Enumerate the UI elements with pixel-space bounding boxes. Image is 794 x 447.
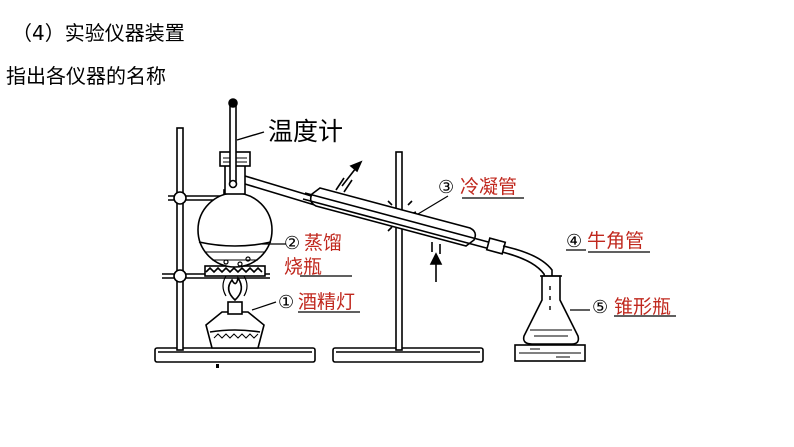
thermometer	[228, 98, 265, 189]
label-adapter: 牛角管	[587, 230, 644, 252]
label-lamp-number: ①	[278, 292, 294, 313]
water-inlet-arrow	[429, 252, 443, 282]
base-mark	[216, 364, 219, 368]
label-erlenmeyer-number: ⑤	[592, 297, 608, 318]
label-flask-number: ②	[284, 233, 300, 254]
label-flask-line1: 蒸馏	[304, 232, 342, 254]
label-adapter-number: ④	[566, 231, 582, 252]
leader-lines	[251, 195, 676, 317]
label-condenser-number: ③	[438, 177, 454, 198]
water-outlet-arrow	[341, 160, 363, 187]
label-flask-line2: 烧瓶	[284, 256, 322, 278]
section-heading: （4）实验仪器装置	[12, 21, 185, 45]
middle-iron-stand	[332, 151, 484, 363]
label-condenser: 冷凝管	[460, 176, 517, 198]
boiling-chips	[223, 256, 251, 267]
label-lamp: 酒精灯	[298, 291, 355, 313]
instruction-text: 指出各仪器的名称	[6, 64, 166, 88]
adapter	[485, 237, 553, 283]
wooden-block	[514, 344, 586, 362]
erlenmeyer-flask	[522, 275, 580, 345]
alcohol-lamp	[205, 275, 265, 349]
label-thermometer: 温度计	[268, 117, 343, 146]
condenser	[302, 177, 493, 254]
label-erlenmeyer: 锥形瓶	[614, 296, 671, 318]
